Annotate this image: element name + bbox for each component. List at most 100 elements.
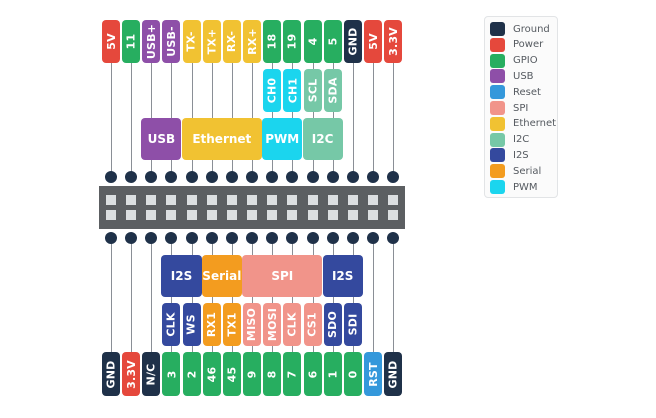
bottom-pin-3: 3 [162, 352, 181, 396]
wire-bottom [212, 240, 213, 356]
bottom-function-tx1-text: TX1 [225, 312, 239, 337]
pin-dot-top [387, 171, 400, 183]
legend-item-ethernet: Ethernet [490, 116, 556, 131]
pin-dot-top [346, 171, 359, 183]
header-hole [267, 195, 278, 205]
wire-bottom [252, 240, 253, 356]
header-hole [206, 210, 217, 220]
wire-bottom [313, 240, 314, 356]
legend-swatch [490, 101, 505, 115]
top-pin-tx-text: TX+ [205, 28, 219, 55]
wire-top [111, 60, 112, 178]
bottom-function-clk-text: CLK [164, 312, 178, 337]
top-pin-usb-text: USB+ [144, 23, 158, 60]
bottom-function-sdo-text: SDO [326, 310, 340, 339]
pin-dot-bottom [366, 232, 379, 244]
bottom-function-cs1: CS1 [303, 303, 322, 346]
top-pin-usb: USB+ [142, 20, 161, 63]
wire-bottom [192, 240, 193, 356]
pin-dot-top [326, 171, 339, 183]
bottom-pin-6-text: 6 [305, 370, 319, 378]
header-hole [287, 210, 298, 220]
top-pin-19-text: 19 [285, 33, 299, 50]
legend-item-reset: Reset [490, 85, 541, 100]
top-function-ch1: CH1 [283, 69, 302, 112]
bottom-pin-1-text: 1 [326, 370, 340, 378]
header-hole [327, 210, 338, 220]
top-pin-4-text: 4 [305, 37, 319, 46]
bottom-function-rx1-text: RX1 [205, 311, 219, 338]
pin-dot-top [246, 171, 259, 183]
wire-bottom [292, 240, 293, 356]
pin-dot-bottom [185, 232, 198, 244]
pin-dot-top [185, 171, 198, 183]
bottom-pin-9: 9 [243, 352, 262, 396]
top-pin-18-text: 18 [265, 33, 279, 50]
legend-item-pwm: PWM [490, 180, 538, 194]
legend-label: Reset [513, 86, 541, 98]
pin-header [99, 186, 405, 229]
pin-dot-bottom [105, 232, 117, 244]
header-hole [307, 210, 318, 220]
top-pin-5v-text: 5V [104, 33, 118, 50]
header-hole [367, 210, 378, 220]
wire-bottom [232, 240, 233, 356]
wire-bottom [272, 240, 273, 356]
bottom-pin-7: 7 [283, 352, 302, 396]
top-pin-4: 4 [303, 20, 322, 63]
legend-swatch [490, 180, 505, 194]
wire-top [393, 60, 394, 178]
bottom-pin-46-text: 46 [205, 366, 219, 382]
wire-bottom [333, 240, 334, 356]
top-pin-tx: TX+ [202, 20, 221, 63]
top-pin-gnd: GND [343, 20, 362, 63]
pin-dot-bottom [205, 232, 218, 244]
top-pin-rx-text: RX- [225, 30, 239, 53]
legend-item-i2c: I2C [490, 132, 529, 147]
pin-dot-bottom [326, 232, 339, 244]
legend-item-usb: USB [490, 69, 534, 84]
top-pin-19: 19 [283, 20, 302, 63]
bottom-function-mosi: MOSI [263, 303, 282, 346]
bottom-function-miso-text: MISO [245, 307, 259, 342]
bottom-pin-46: 46 [202, 352, 221, 396]
legend-swatch [490, 132, 505, 147]
top-group-i2c: I2C [302, 118, 343, 160]
pin-dot-top [366, 171, 379, 183]
header-hole [367, 195, 378, 205]
pin-dot-bottom [125, 232, 138, 244]
header-hole [267, 210, 278, 220]
header-hole [347, 210, 358, 220]
top-group-pwm: PWM [262, 118, 303, 160]
pin-dot-bottom [306, 232, 319, 244]
bottom-pin-rst: RST [363, 352, 382, 396]
top-function-scl: SCL [303, 69, 322, 112]
wire-bottom [151, 240, 152, 356]
bottom-function-tx1: TX1 [222, 303, 241, 346]
header-hole [186, 195, 197, 205]
bottom-pin-n-c: N/C [142, 352, 161, 396]
legend-item-ground: Ground [490, 22, 550, 36]
header-hole [126, 195, 137, 205]
bottom-pin-gnd: GND [384, 352, 403, 396]
bottom-group-serial: Serial [201, 255, 242, 297]
bottom-pin-9-text: 9 [245, 370, 259, 378]
pin-dot-top [306, 171, 319, 183]
legend-swatch [490, 85, 505, 100]
header-hole [126, 210, 137, 220]
header-hole [388, 195, 399, 205]
pin-dot-bottom [225, 232, 238, 244]
wire-bottom [353, 240, 354, 356]
top-pin-11: 11 [122, 20, 141, 63]
top-pin-3-3v-text: 3.3V [386, 27, 400, 56]
legend-swatch [490, 148, 505, 163]
bottom-pin-0: 0 [343, 352, 362, 396]
bottom-group-i2s: I2S [322, 255, 363, 297]
legend-swatch [490, 116, 505, 131]
bottom-pin-0-text: 0 [346, 370, 360, 378]
bottom-function-clk: CLK [162, 303, 181, 346]
legend-item-serial: Serial [490, 164, 541, 179]
legend-label: I2S [513, 149, 529, 161]
legend-label: Ground [513, 23, 550, 35]
